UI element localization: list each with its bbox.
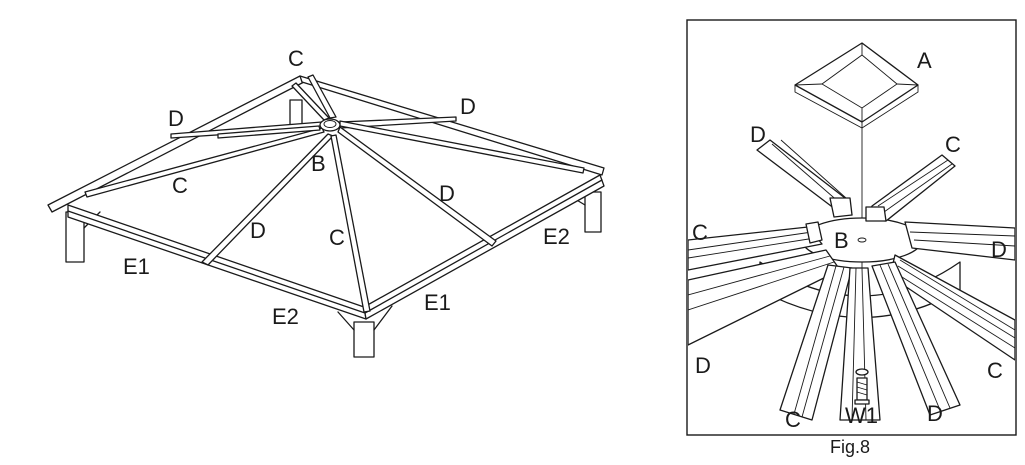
label-d-front: D — [250, 218, 266, 243]
rafter-bottom-middle — [839, 267, 881, 421]
posts — [65, 99, 602, 358]
figure-caption: Fig.8 — [830, 437, 870, 457]
label-d-left: D — [168, 106, 184, 131]
bolt-w1 — [854, 368, 870, 405]
rafter-c-left — [688, 221, 823, 271]
label-e1-left: E1 — [123, 254, 150, 279]
label-d-right: D — [991, 237, 1007, 262]
rafter-c-upper-right — [865, 154, 956, 222]
label-d-upper-left: D — [750, 122, 766, 147]
frame-beams — [67, 174, 605, 320]
label-e1-front: E1 — [424, 290, 451, 315]
label-w1: W1 — [845, 403, 878, 428]
label-d-bottom-right: D — [927, 401, 943, 426]
fig8-detail-diagram: A D C C B D D C C W1 D Fig.8 — [686, 19, 1017, 457]
label-c-top: C — [288, 46, 304, 71]
label-c-front: C — [329, 225, 345, 250]
rafter-c-bottom — [779, 264, 853, 421]
label-c-left: C — [692, 220, 708, 245]
right-labels: A D C C B D D C C W1 D — [692, 48, 1007, 432]
label-c-bottom: C — [785, 407, 801, 432]
label-d-right: D — [460, 94, 476, 119]
rafter-d-bottom-right — [871, 261, 961, 416]
label-c-upper-right: C — [945, 132, 961, 157]
rafter-d-upper-left — [756, 139, 853, 218]
label-b-center: B — [311, 151, 326, 176]
label-e2-right: E2 — [543, 224, 570, 249]
rafter-d-lower-left — [688, 249, 841, 346]
label-c-left: C — [172, 173, 188, 198]
label-c-lower-right: C — [987, 358, 1003, 383]
label-d-mid-right: D — [439, 181, 455, 206]
gazebo-roof-diagram: C D D B C D D C E2 E1 E1 E2 — [47, 46, 605, 358]
rafters — [84, 74, 585, 313]
label-e2-front: E2 — [272, 304, 299, 329]
eave-bars — [47, 75, 605, 213]
label-b: B — [834, 228, 849, 253]
rafter-d-right — [904, 221, 1015, 261]
left-labels: C D D B C D D C E2 E1 E1 E2 — [123, 46, 570, 329]
label-a: A — [917, 48, 932, 73]
label-d-lower-left: D — [695, 353, 711, 378]
